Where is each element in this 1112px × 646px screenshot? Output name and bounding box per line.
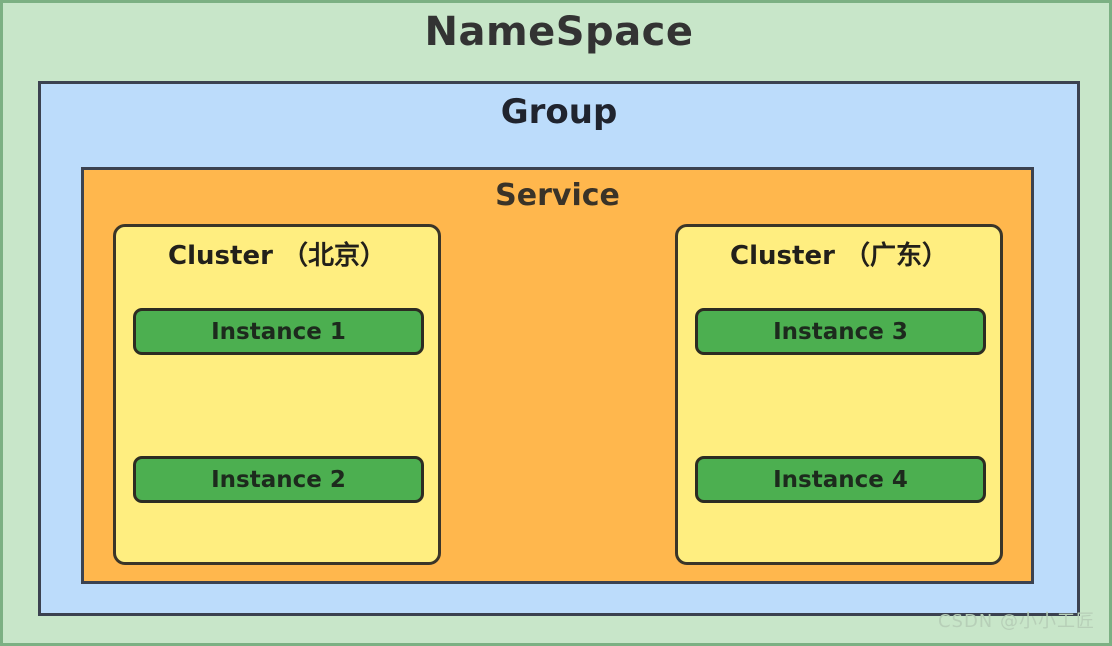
group-container: Group Service Cluster （北京） Instance 1 In… (38, 81, 1080, 616)
cluster-title-guangdong: Cluster （广东） (730, 241, 948, 271)
service-container: Service Cluster （北京） Instance 1 Instance… (81, 167, 1034, 584)
instance-label-3: Instance 3 (773, 318, 908, 345)
cluster-box-guangdong: Cluster （广东） Instance 3 Instance 4 (675, 224, 1003, 565)
group-title: Group (500, 92, 618, 132)
service-title: Service (495, 178, 620, 213)
cluster-title-beijing: Cluster （北京） (168, 241, 386, 271)
instance-label-1: Instance 1 (211, 318, 346, 345)
instance-label-2: Instance 2 (211, 466, 346, 493)
instance-box-1: Instance 1 (133, 308, 424, 355)
instance-box-2: Instance 2 (133, 456, 424, 503)
watermark-text: CSDN @小小工匠 (937, 611, 1095, 632)
instance-label-4: Instance 4 (773, 466, 908, 493)
cluster-box-beijing: Cluster （北京） Instance 1 Instance 2 (113, 224, 441, 565)
namespace-title: NameSpace (424, 9, 694, 55)
instance-box-3: Instance 3 (695, 308, 986, 355)
instance-box-4: Instance 4 (695, 456, 986, 503)
